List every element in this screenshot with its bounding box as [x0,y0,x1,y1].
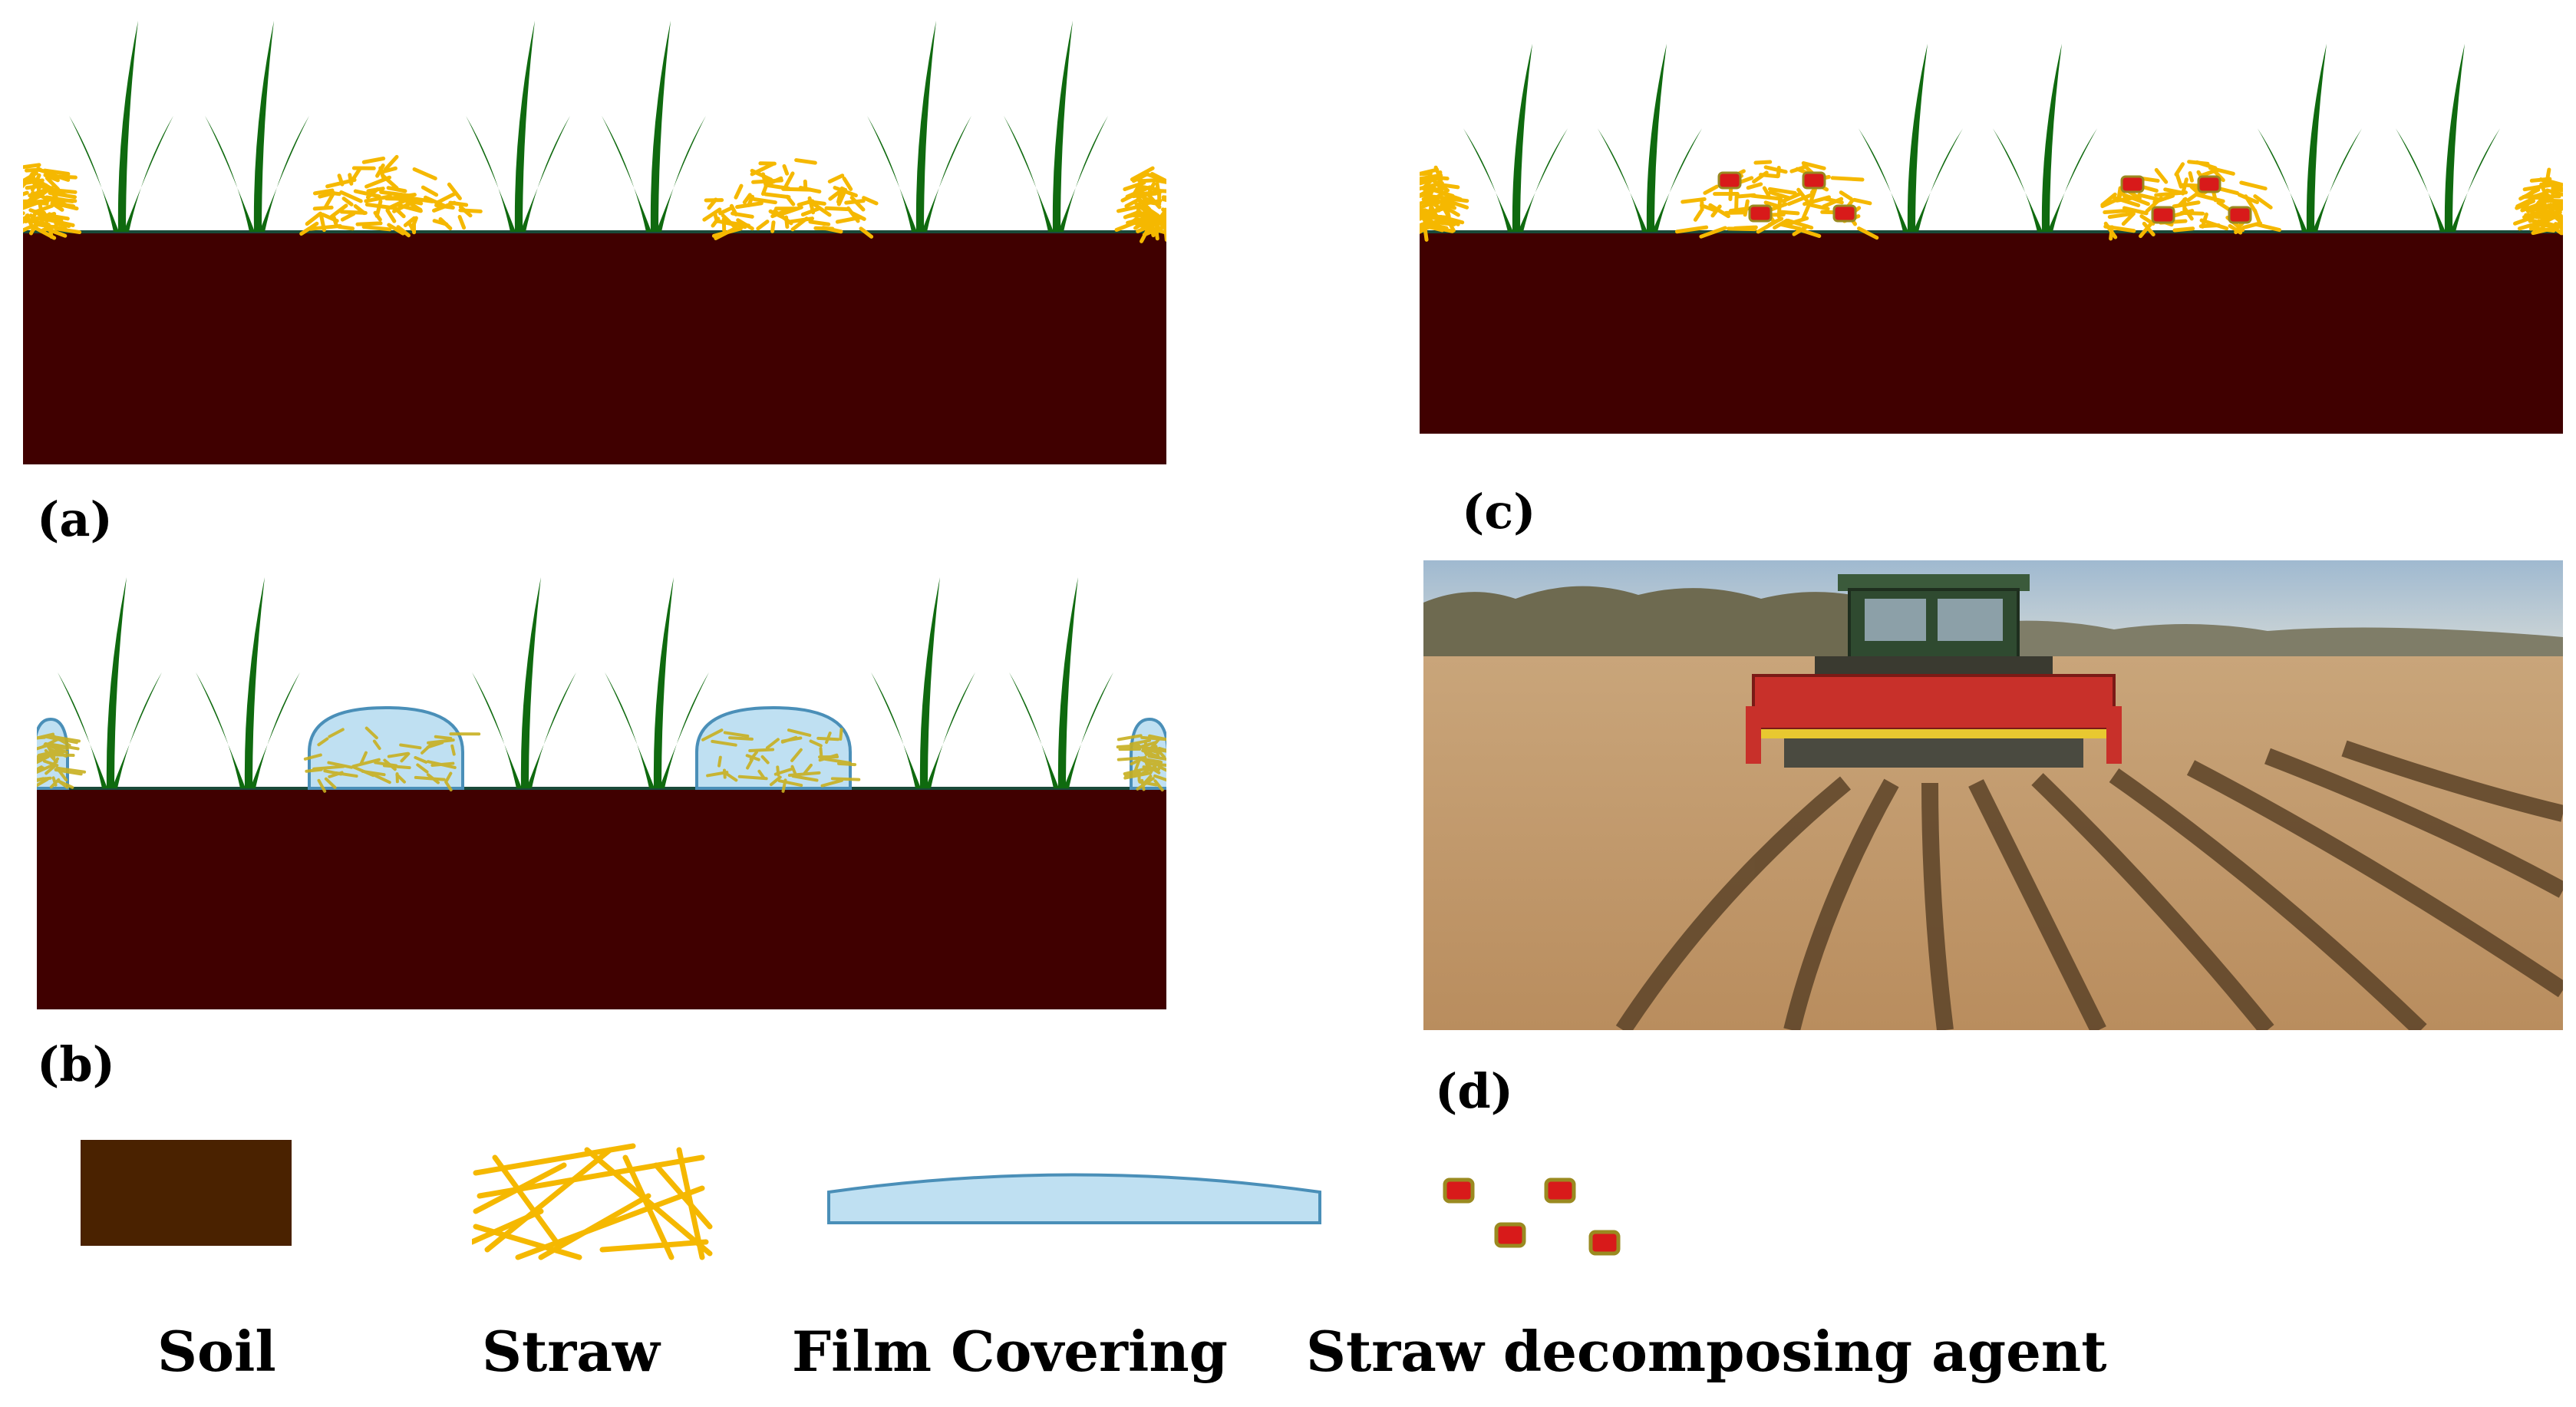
soil-layer [1420,232,2563,434]
agent-dot [1717,171,1742,190]
panel-a-label: (a) [37,491,113,547]
legend-straw-swatch [469,1142,714,1264]
plant-icon [867,21,971,232]
agent-dot [1832,204,1857,223]
plant-icon [1993,44,2097,232]
plant-icon [602,21,706,232]
panel-c-svg [1420,44,2563,434]
soil-layer [23,232,1166,464]
panel-b-diagram [37,572,1166,1009]
legend-soil-swatch [81,1140,292,1246]
straw-pile [1420,165,1469,242]
film-dome [303,705,481,793]
straw-pile [23,163,82,240]
tree-line-right [1961,620,2563,664]
seeder-hopper [1752,674,2116,731]
panel-b-svg [37,577,1166,1009]
plant-icon [69,21,173,232]
panel-b-label: (b) [37,1036,116,1092]
straw-pile [299,154,483,238]
film-dome [37,717,87,790]
straw-pile [2100,160,2282,241]
agent-swatch-svg [1443,1177,1621,1256]
soil-layer [37,788,1166,1009]
film-dome [1116,717,1166,792]
plant-icon [58,577,162,788]
panel-a-svg [23,21,1166,464]
legend-agent-swatch [1439,1171,1638,1270]
legend-film-label: Film Covering [792,1319,1229,1384]
agent-dot [2120,175,2145,193]
legend-soil-label: Soil [157,1319,276,1384]
agent-dot [2228,206,2252,224]
straw-swatch-svg [469,1143,713,1260]
plant-icon [871,577,975,788]
plant-icon [2258,44,2362,232]
plant-icon [205,21,309,232]
tractor-field-illustration [1423,560,2563,1030]
panel-d-label: (d) [1435,1063,1514,1119]
agent-dot [1802,171,1826,190]
plant-icon [196,577,300,788]
film-dome [695,705,861,793]
tractor-photo [1423,560,2563,1030]
plant-icon [1004,21,1108,232]
furrows [1615,740,2563,1030]
straw-pile [2513,167,2563,236]
panel-a-diagram [23,15,1166,464]
film-swatch-svg [827,1173,1321,1224]
straw-pile [1674,160,1879,240]
legend-film-swatch [825,1165,1324,1230]
plant-icon [1859,44,1963,232]
tractor [1746,574,2122,768]
straw-pile [702,158,879,240]
legend-agent-label: Straw decomposing agent [1306,1319,2107,1384]
tree-line-left [1423,586,1884,660]
agent-dot [2197,175,2221,193]
agent-dot [1748,204,1773,223]
legend-straw-label: Straw [482,1319,660,1384]
plant-icon [1598,44,1702,232]
straw-pile [1114,166,1166,243]
plant-icon [605,577,709,788]
plant-icon [466,21,570,232]
panel-c-label: (c) [1462,484,1536,540]
plant-icon [472,577,576,788]
panel-c-diagram [1420,31,2563,434]
plant-icon [1463,44,1568,232]
agent-dot [2151,206,2175,224]
plant-icon [2396,44,2500,232]
plant-icon [1009,577,1113,788]
